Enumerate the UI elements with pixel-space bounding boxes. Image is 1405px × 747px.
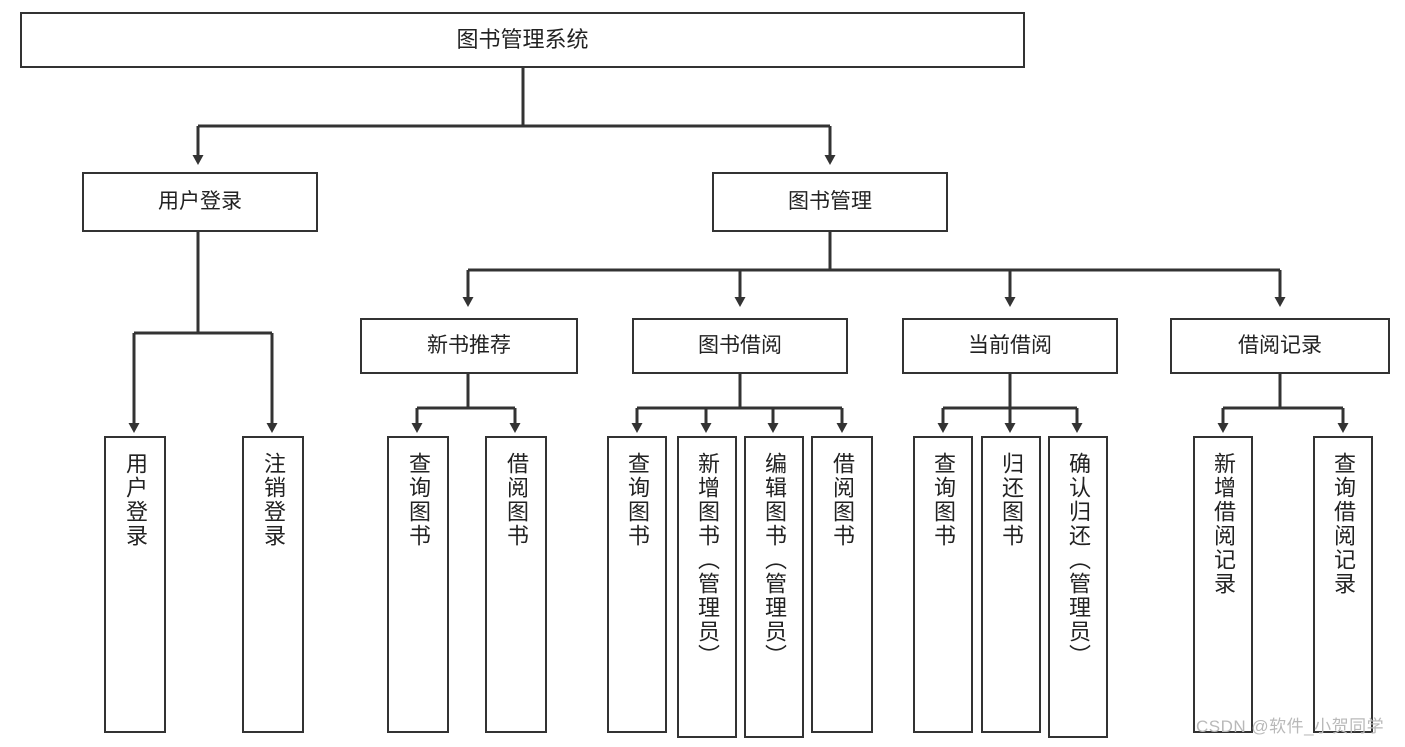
leaf-edit-book-admin[interactable]: 编辑图书（管理员） xyxy=(744,436,804,738)
leaf-confirm-return-admin[interactable]: 确认归还（管理员） xyxy=(1048,436,1108,738)
node-label: 图书借阅 xyxy=(698,334,782,358)
node-label: 借阅图书 xyxy=(504,452,529,548)
leaf-add-book-admin[interactable]: 新增图书（管理员） xyxy=(677,436,737,738)
leaf-query-book-recommend[interactable]: 查询图书 xyxy=(387,436,449,733)
csdn-watermark: CSDN @软件_小贺同学 xyxy=(1196,717,1385,736)
node-book-management[interactable]: 图书管理 xyxy=(712,172,948,232)
node-label: 借阅图书 xyxy=(830,452,855,548)
node-label: 查询图书 xyxy=(625,452,650,548)
node-label: 当前借阅 xyxy=(968,334,1052,358)
node-label: 用户登录 xyxy=(158,190,242,214)
leaf-logout[interactable]: 注销登录 xyxy=(242,436,304,733)
node-label: 查询图书 xyxy=(406,452,431,548)
leaf-query-book-borrow[interactable]: 查询图书 xyxy=(607,436,667,733)
node-label: 查询借阅记录 xyxy=(1331,452,1356,596)
node-label: 借阅记录 xyxy=(1238,334,1322,358)
node-borrowing-record[interactable]: 借阅记录 xyxy=(1170,318,1390,374)
node-book-borrowing[interactable]: 图书借阅 xyxy=(632,318,848,374)
leaf-query-book-current[interactable]: 查询图书 xyxy=(913,436,973,733)
node-label: 编辑图书（管理员） xyxy=(762,452,787,668)
node-label: 注销登录 xyxy=(261,452,286,548)
node-label: 归还图书 xyxy=(999,452,1024,548)
node-label: 新增图书（管理员） xyxy=(695,452,720,668)
node-label: 用户登录 xyxy=(123,452,148,548)
node-root-book-management-system[interactable]: 图书管理系统 xyxy=(20,12,1025,68)
leaf-query-borrow-record[interactable]: 查询借阅记录 xyxy=(1313,436,1373,733)
node-label: 确认归还（管理员） xyxy=(1066,452,1091,668)
node-user-login[interactable]: 用户登录 xyxy=(82,172,318,232)
node-current-borrowing[interactable]: 当前借阅 xyxy=(902,318,1118,374)
node-new-book-recommendation[interactable]: 新书推荐 xyxy=(360,318,578,374)
node-label: 新书推荐 xyxy=(427,334,511,358)
leaf-add-borrow-record[interactable]: 新增借阅记录 xyxy=(1193,436,1253,733)
node-label: 图书管理系统 xyxy=(456,26,589,52)
leaf-return-book[interactable]: 归还图书 xyxy=(981,436,1041,733)
node-label: 新增借阅记录 xyxy=(1211,452,1236,596)
leaf-borrow-book[interactable]: 借阅图书 xyxy=(811,436,873,733)
node-label: 查询图书 xyxy=(931,452,956,548)
leaf-user-login[interactable]: 用户登录 xyxy=(104,436,166,733)
leaf-borrow-book-recommend[interactable]: 借阅图书 xyxy=(485,436,547,733)
node-label: 图书管理 xyxy=(788,190,872,214)
